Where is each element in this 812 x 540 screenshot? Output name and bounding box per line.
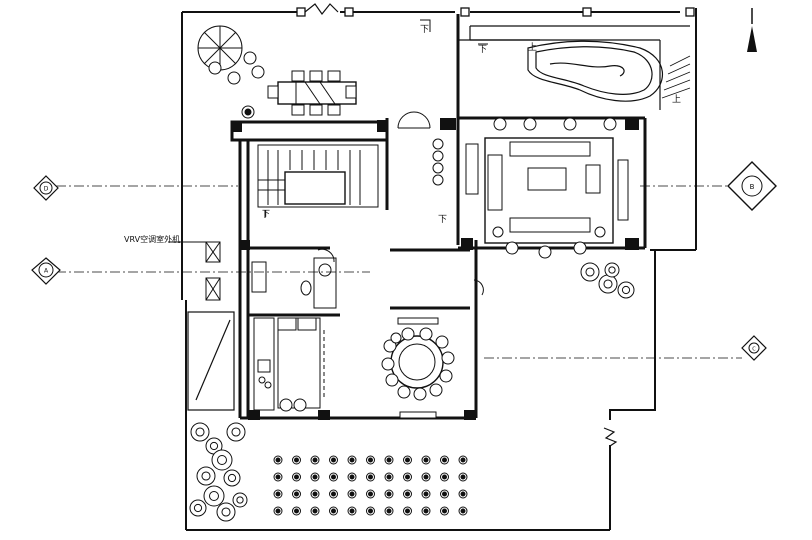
section-marker-d-label: D: [44, 186, 49, 193]
lawn-plant-icon: [458, 455, 468, 465]
lawn-plant-icon: [292, 489, 301, 499]
lawn-plant-icon: [440, 506, 449, 516]
living-room-furniture: [484, 117, 629, 259]
lawn-plant-icon: [440, 472, 449, 482]
lawn-plant-icon: [440, 489, 449, 499]
entry-door: [397, 111, 431, 129]
site-boundary: [181, 8, 697, 531]
lawn-plant-icon: [273, 455, 283, 465]
column-markers: [296, 7, 695, 17]
lawn-plant-icon: [403, 472, 412, 482]
lawn-plant-icon: [329, 489, 338, 499]
section-marker-c-label: C: [752, 347, 756, 353]
pool-steps: [661, 55, 691, 99]
lawn-plant-icon: [403, 455, 412, 465]
lawn-plant-icon: [384, 472, 394, 482]
shrub-core-icon: [603, 279, 613, 289]
lawn-plant-icon: [347, 472, 357, 482]
section-marker-b-label: B: [750, 183, 755, 191]
lawn-plant-icon: [421, 489, 431, 499]
lawn-plant-icon: [366, 455, 375, 465]
down-label-stair: 下: [262, 209, 270, 218]
lawn-plant-icon: [440, 455, 449, 465]
kitchen-fixtures: [251, 261, 325, 412]
lawn-plant-icon: [384, 506, 394, 516]
garden-shrubs: [189, 262, 635, 522]
section-marker-b: B: [727, 161, 777, 211]
shrub-core-icon: [195, 427, 205, 437]
break-lines: [304, 3, 618, 447]
lawn-plant-icon: [273, 506, 283, 516]
staircase: [257, 144, 379, 208]
outdoor-dining-set: [267, 70, 357, 116]
lawn-plant-icon: [458, 506, 468, 516]
down-label-top: 下: [420, 25, 429, 35]
lawn-plant-icon: [403, 489, 412, 499]
lawn-plant-icon: [310, 489, 320, 499]
shrub-core-icon: [201, 471, 211, 481]
section-marker-a-label: A: [44, 268, 49, 275]
swimming-pool: [458, 25, 690, 110]
lawn-plant-icon: [384, 455, 394, 465]
shrub-core-icon: [236, 496, 244, 504]
up-label-pool: 上: [528, 42, 537, 53]
down-label-entry: 下: [438, 215, 447, 225]
lawn-plant-icon: [347, 489, 357, 499]
potted-plant-icon: [241, 105, 255, 119]
lawn-plant-icon: [403, 506, 412, 516]
lawn-plant-icon: [292, 506, 301, 516]
up-label-terrace: 上: [672, 94, 681, 105]
section-lines: [56, 185, 742, 359]
lawn-plant-icon: [347, 506, 357, 516]
structural-columns: [233, 118, 639, 420]
section-marker-d: D: [33, 175, 59, 201]
shrub-core-icon: [231, 427, 241, 437]
round-dining-table: [381, 317, 455, 419]
shrub-core-icon: [608, 266, 616, 274]
stair-arrow-icons: [264, 19, 488, 218]
bathroom-fixtures: [300, 248, 484, 309]
lawn-plant-icon: [366, 506, 375, 516]
lawn-plant-icon: [310, 472, 320, 482]
shrub-core-icon: [209, 441, 219, 451]
lawn-plant-icon: [347, 455, 357, 465]
lawn-plant-icon: [310, 455, 320, 465]
section-marker-c: C: [741, 335, 767, 361]
section-marker-a: A: [31, 257, 61, 285]
lawn-plant-icon: [421, 472, 431, 482]
shrub-core-icon: [217, 455, 227, 465]
lawn-plant-icon: [366, 489, 375, 499]
lawn-plant-icon: [329, 455, 338, 465]
umbrella-table-icon: [197, 25, 265, 85]
lawn-plant-icon: [292, 455, 301, 465]
lawn-plant-icon: [421, 455, 431, 465]
lawn-plant-icon: [329, 506, 338, 516]
lawn-plant-icon: [458, 489, 468, 499]
lawn-plant-icon: [310, 506, 320, 516]
vrv-label: VRV空调室外机: [124, 234, 180, 244]
lawn-planting-grid: [273, 455, 468, 516]
shrub-core-icon: [585, 267, 595, 277]
lawn-plant-icon: [384, 489, 394, 499]
shrub-core-icon: [227, 473, 237, 483]
lawn-plant-icon: [329, 472, 338, 482]
lawn-plant-icon: [366, 472, 375, 482]
shrub-core-icon: [193, 503, 203, 513]
lawn-plant-icon: [421, 506, 431, 516]
lawn-plant-icon: [292, 472, 301, 482]
shrub-core-icon: [221, 507, 231, 517]
lawn-plant-icon: [458, 472, 468, 482]
column-lights: [432, 138, 479, 195]
lawn-plant-icon: [273, 489, 283, 499]
shrub-core-icon: [209, 491, 219, 501]
service-room: [187, 311, 235, 411]
vrv-units: [168, 241, 221, 301]
lawn-plant-icon: [273, 472, 283, 482]
down-label-pool: 下: [478, 45, 487, 55]
north-arrow-icon: [747, 8, 757, 52]
shrub-core-icon: [621, 285, 631, 295]
